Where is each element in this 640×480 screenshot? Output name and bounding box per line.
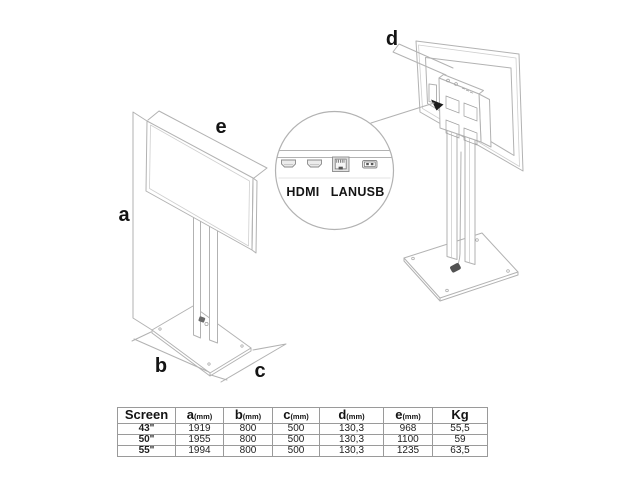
usb-port-icon	[362, 160, 378, 169]
col-header-c: c(mm)	[272, 407, 320, 424]
spec-value-cell: 500	[272, 445, 320, 457]
hdmi-port-icon	[281, 159, 296, 168]
screen-size-cell: 43"	[117, 423, 176, 435]
hdmi-port-icon	[307, 159, 322, 168]
col-header-label: d	[338, 407, 347, 422]
col-header-e: e(mm)	[383, 407, 433, 424]
col-header-unit: (mm)	[242, 412, 262, 421]
col-header-label: b	[234, 407, 243, 422]
spec-value-cell: 1994	[175, 445, 224, 457]
cable-plug	[198, 316, 209, 326]
front-view-figure: a e b c	[118, 110, 287, 383]
dimension-line-a	[132, 111, 153, 331]
spec-value-cell: 500	[272, 423, 320, 435]
spec-table-header-row: Screen a(mm) b(mm) c(mm) d(mm) e(mm) Kg	[117, 407, 488, 424]
hdmi-label: HDMI	[286, 185, 319, 199]
spec-value-cell: 968	[383, 423, 433, 435]
col-header-label: e	[395, 407, 403, 422]
col-header-a: a(mm)	[175, 407, 224, 424]
callout-leader-line	[370, 102, 435, 124]
screen-size-cell: 55"	[117, 445, 176, 457]
col-header-unit: (mm)	[193, 412, 213, 421]
spec-value-cell: 1100	[383, 434, 433, 446]
vent-grilles	[445, 95, 478, 146]
spec-table: Screen a(mm) b(mm) c(mm) d(mm) e(mm) Kg …	[117, 407, 488, 457]
dimension-label-b: b	[155, 355, 167, 377]
col-header-screen: Screen	[117, 407, 176, 424]
spec-value-cell: 800	[223, 434, 273, 446]
col-header-b: b(mm)	[223, 407, 273, 424]
technical-drawing: a e b c	[118, 28, 524, 383]
spec-value-cell: 63,5	[432, 445, 488, 457]
col-header-label: c	[283, 407, 291, 422]
spec-value-cell: 130,3	[319, 434, 384, 446]
dimension-line-b	[131, 331, 210, 373]
base-plate	[151, 305, 252, 377]
ports-callout: HDMI LAN USB	[274, 102, 435, 231]
rear-view-figure: d	[386, 28, 524, 302]
spec-value-cell: 800	[223, 445, 273, 457]
col-header-unit: (mm)	[346, 412, 365, 421]
rear-base-plate	[403, 232, 519, 302]
spec-value-cell: 1919	[175, 423, 224, 435]
power-cable	[450, 151, 462, 273]
spec-value-cell: 130,3	[319, 445, 384, 457]
col-header-label: a	[186, 407, 194, 422]
dimension-label-c: c	[254, 360, 265, 382]
dimension-line-c	[210, 343, 287, 383]
col-header-kg: Kg	[432, 407, 488, 424]
screen-size-cell: 50"	[117, 434, 176, 446]
lan-label: LAN	[331, 185, 358, 199]
dimension-label-e: e	[215, 116, 226, 138]
plug-icon	[450, 263, 461, 273]
lan-port-icon	[332, 156, 350, 172]
spec-value-cell: 1955	[175, 434, 224, 446]
dimension-line-d	[392, 43, 454, 76]
pointer-arrow-icon	[431, 99, 444, 111]
spec-value-cell: 59	[432, 434, 488, 446]
col-header-d: d(mm)	[319, 407, 384, 424]
col-header-label: Screen	[124, 407, 169, 422]
rear-stand-pole	[446, 118, 476, 265]
spec-value-cell: 500	[272, 434, 320, 446]
spec-value-cell: 800	[223, 423, 273, 435]
dimension-line-e	[147, 110, 268, 179]
dimension-label-d: d	[386, 28, 398, 50]
spec-table-container: Screen a(mm) b(mm) c(mm) d(mm) e(mm) Kg …	[117, 407, 488, 457]
col-header-unit: (mm)	[290, 412, 309, 421]
spec-value-cell: 1235	[383, 445, 433, 457]
spec-value-cell: 55,5	[432, 423, 488, 435]
col-header-unit: (mm)	[402, 412, 421, 421]
spec-value-cell: 130,3	[319, 423, 384, 435]
col-header-label: Kg	[451, 407, 469, 422]
mount-bracket	[438, 74, 492, 148]
dimension-label-a: a	[118, 204, 130, 226]
tv-front-panel	[145, 120, 258, 254]
usb-label: USB	[357, 185, 384, 199]
